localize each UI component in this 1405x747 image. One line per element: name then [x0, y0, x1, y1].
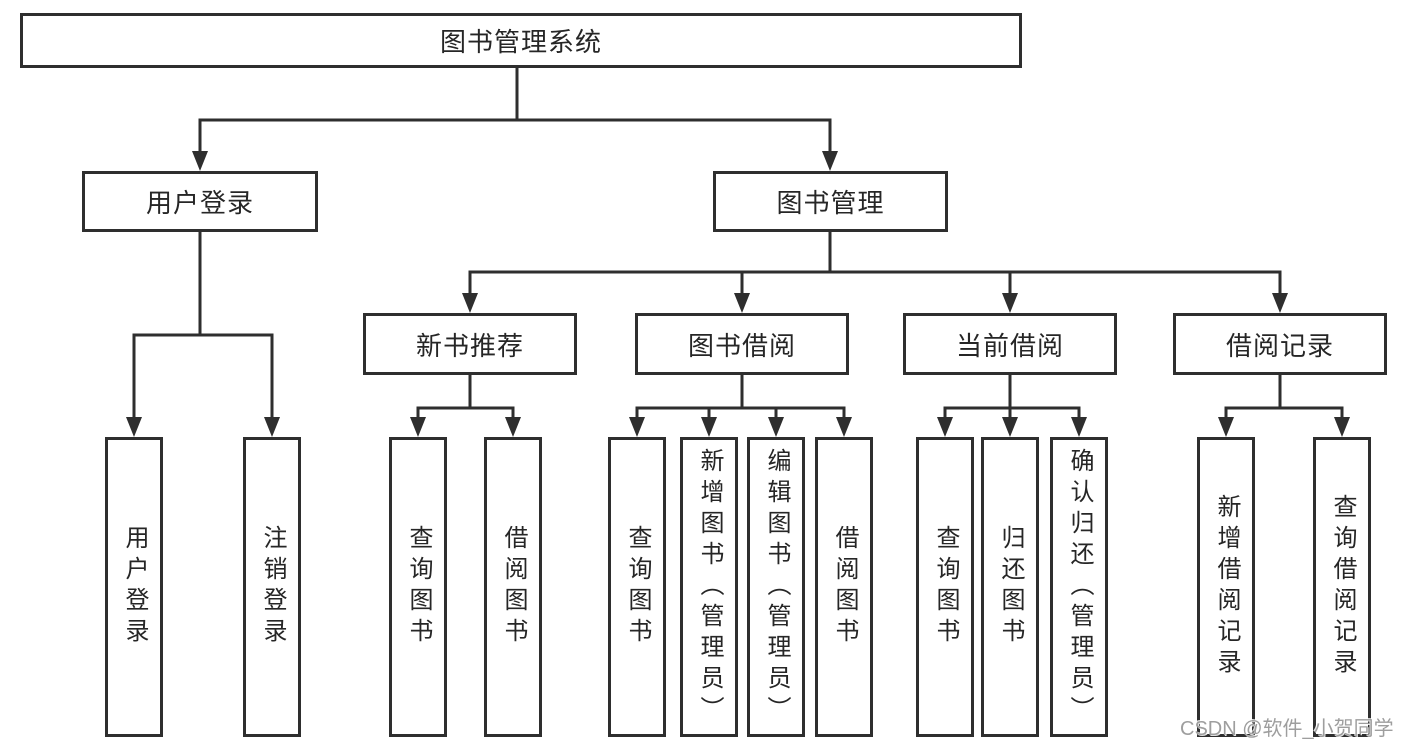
leaf-cur-return-book: 归还图书 — [981, 437, 1039, 737]
arrowhead-down-icon — [1002, 417, 1018, 437]
node-user-login-label: 用户登录 — [145, 188, 254, 218]
node-root: 图书管理系统 — [20, 13, 1022, 68]
leaf-cur-confirm-return: 确认归还（管理员） — [1050, 437, 1108, 737]
leaf-user-login: 用户登录 — [105, 437, 163, 737]
arrowhead-down-icon — [505, 417, 521, 437]
leaf-logout-label: 注销登录 — [259, 525, 286, 649]
arrowhead-down-icon — [1272, 293, 1288, 313]
node-borrow-records-label: 借阅记录 — [1225, 330, 1334, 361]
arrowhead-down-icon — [937, 417, 953, 437]
arrowhead-down-icon — [1334, 417, 1350, 437]
arrowhead-down-icon — [1218, 417, 1234, 437]
arrowhead-down-icon — [836, 417, 852, 437]
leaf-bor-query-book: 查询图书 — [608, 437, 666, 737]
leaf-rec-query-book: 查询图书 — [389, 437, 447, 737]
leaf-query-borrow-record: 查询借阅记录 — [1313, 437, 1371, 737]
leaf-bor-borrow-book: 借阅图书 — [815, 437, 873, 737]
arrowhead-down-icon — [410, 417, 426, 437]
node-current-borrow: 当前借阅 — [903, 313, 1117, 375]
arrowhead-down-icon — [1071, 417, 1087, 437]
node-user-login: 用户登录 — [82, 171, 318, 232]
node-new-book-recommend-label: 新书推荐 — [415, 330, 524, 361]
leaf-cur-query-book-label: 查询图书 — [932, 525, 959, 649]
arrowhead-down-icon — [192, 151, 208, 171]
leaf-cur-return-book-label: 归还图书 — [997, 525, 1024, 649]
arrowhead-down-icon — [629, 417, 645, 437]
node-book-borrow-label: 图书借阅 — [687, 330, 796, 361]
arrowhead-down-icon — [462, 293, 478, 313]
node-new-book-recommend: 新书推荐 — [363, 313, 577, 375]
node-root-label: 图书管理系统 — [439, 27, 602, 57]
leaf-bor-borrow-book-label: 借阅图书 — [831, 525, 858, 649]
leaf-bor-add-book: 新增图书（管理员） — [680, 437, 738, 737]
leaf-query-borrow-record-label: 查询借阅记录 — [1329, 494, 1356, 680]
leaf-rec-query-book-label: 查询图书 — [405, 525, 432, 649]
leaf-bor-add-book-label: 新增图书（管理员） — [696, 447, 723, 727]
node-book-borrow: 图书借阅 — [635, 313, 849, 375]
leaf-bor-edit-book: 编辑图书（管理员） — [747, 437, 805, 737]
leaf-bor-query-book-label: 查询图书 — [624, 525, 651, 649]
leaf-add-borrow-record-label: 新增借阅记录 — [1213, 494, 1240, 680]
leaf-cur-query-book: 查询图书 — [916, 437, 974, 737]
leaf-rec-borrow-book-label: 借阅图书 — [500, 525, 527, 649]
node-current-borrow-label: 当前借阅 — [955, 330, 1064, 361]
node-borrow-records: 借阅记录 — [1173, 313, 1387, 375]
node-book-management-label: 图书管理 — [776, 188, 885, 218]
arrowhead-down-icon — [768, 417, 784, 437]
leaf-cur-confirm-return-label: 确认归还（管理员） — [1066, 447, 1093, 727]
leaf-bor-edit-book-label: 编辑图书（管理员） — [763, 447, 790, 727]
arrowhead-down-icon — [734, 293, 750, 313]
leaf-rec-borrow-book: 借阅图书 — [484, 437, 542, 737]
leaf-add-borrow-record: 新增借阅记录 — [1197, 437, 1255, 737]
arrowhead-down-icon — [822, 151, 838, 171]
leaf-user-login-label: 用户登录 — [121, 525, 148, 649]
leaf-logout: 注销登录 — [243, 437, 301, 737]
arrowhead-down-icon — [264, 417, 280, 437]
node-book-management: 图书管理 — [713, 171, 948, 232]
arrowhead-down-icon — [701, 417, 717, 437]
arrowhead-down-icon — [1002, 293, 1018, 313]
arrowhead-down-icon — [126, 417, 142, 437]
watermark: CSDN @软件_小贺同学 — [1180, 718, 1394, 740]
